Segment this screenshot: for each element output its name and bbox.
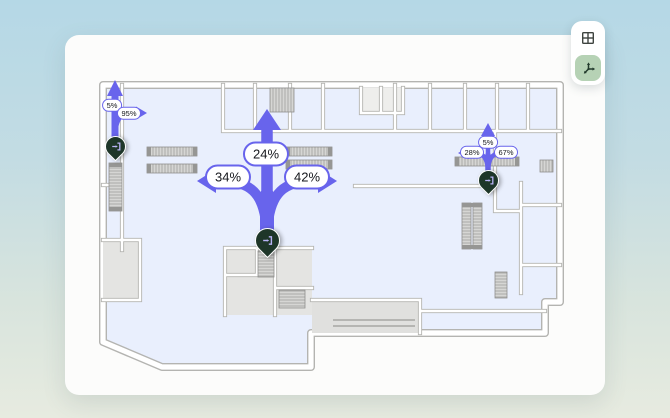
grid-view-button[interactable]	[575, 25, 601, 51]
entry-pin-east[interactable]	[473, 165, 503, 196]
entry-arrow-icon	[263, 236, 273, 245]
flow-share-label: 42%	[283, 164, 331, 190]
flow-share-label: 5%	[478, 135, 498, 149]
pin-marker	[473, 165, 503, 196]
flow-view-button[interactable]	[575, 55, 601, 81]
flow-share-label: 34%	[204, 164, 252, 190]
flow-route-icon	[583, 61, 595, 74]
entry-pin-northwest[interactable]	[100, 131, 130, 162]
floor-plan-svg	[99, 80, 564, 371]
flow-share-label: 5%	[102, 98, 122, 112]
flow-share-label: 28%	[459, 145, 485, 159]
grid-icon	[582, 32, 595, 45]
pin-marker	[100, 131, 130, 162]
building-outline	[99, 81, 564, 371]
flow-share-label: 95%	[116, 106, 142, 120]
entry-arrow-icon	[484, 176, 493, 185]
flow-share-label: 24%	[242, 141, 290, 167]
pin-marker	[249, 222, 286, 259]
map-canvas[interactable]: 5% 95% 34% 24% 42% 28% 5% 67%	[65, 35, 605, 395]
entry-arrow-icon	[111, 142, 120, 151]
map-toolbar	[571, 21, 605, 85]
entry-pin-center[interactable]	[249, 222, 286, 259]
flow-share-label: 67%	[493, 145, 519, 159]
